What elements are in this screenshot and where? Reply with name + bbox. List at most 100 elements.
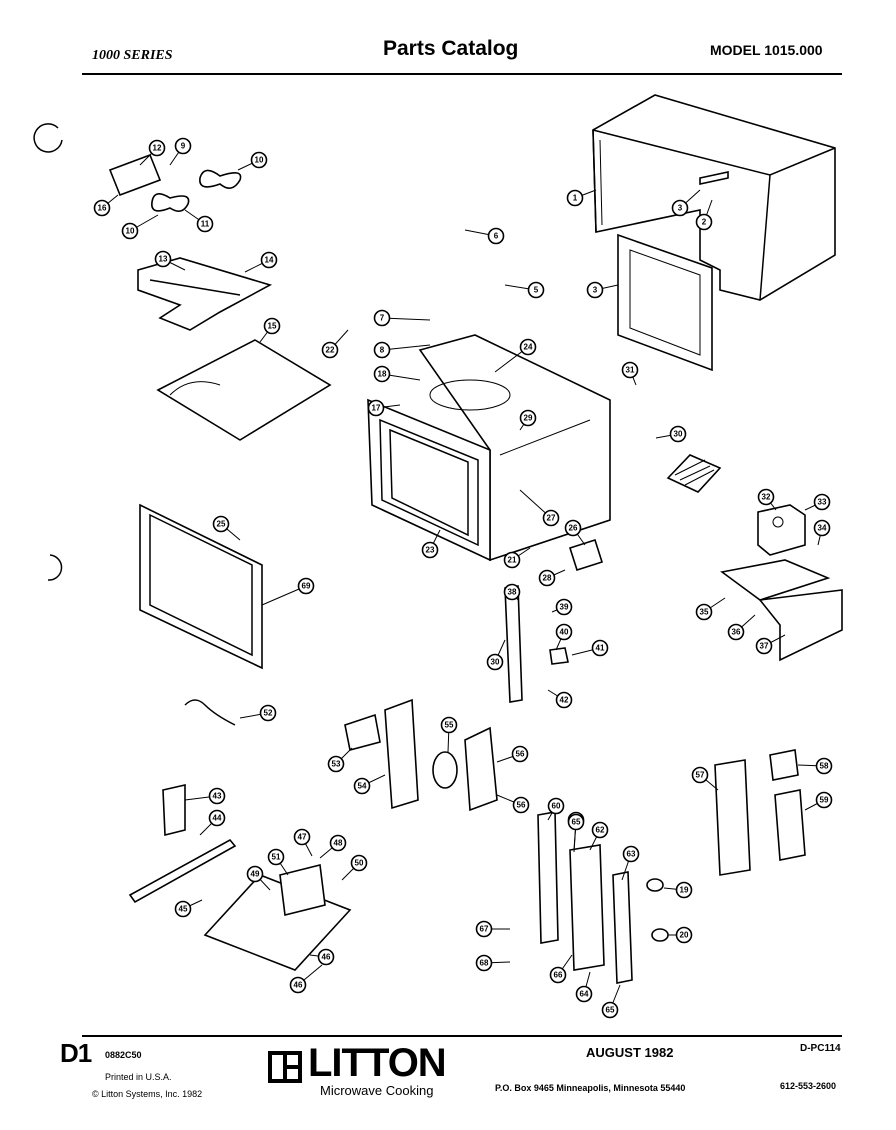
callout-circle — [555, 598, 573, 616]
part-callout-30: 30 — [486, 639, 506, 671]
terminal-block — [344, 713, 381, 751]
small-bracket — [699, 171, 729, 185]
callout-number: 19 — [680, 886, 689, 895]
part-callout-17: 17 — [367, 399, 401, 417]
callout-number: 21 — [508, 556, 517, 565]
callout-circle — [591, 821, 609, 839]
callout-number: 14 — [265, 256, 274, 265]
part-callout-22: 22 — [321, 329, 349, 359]
part-callout-2: 2 — [695, 199, 713, 231]
callout-number: 25 — [217, 520, 226, 529]
callout-circle — [519, 409, 537, 427]
callout-circle — [675, 926, 693, 944]
part-callout-34: 34 — [813, 519, 831, 546]
callout-circle — [622, 845, 640, 863]
series-label: 1000 SERIES — [92, 48, 173, 63]
mounting-rail — [128, 838, 237, 904]
front-mounting-frame — [617, 233, 713, 372]
catalog-frame — [82, 73, 842, 1037]
callout-number: 15 — [268, 322, 277, 331]
part-callout-46: 46 — [289, 964, 323, 994]
callout-number: 60 — [552, 802, 561, 811]
sheet-number: D1 — [60, 1038, 92, 1068]
callout-circle — [373, 365, 391, 383]
callout-number: 38 — [508, 588, 517, 597]
part-callout-51: 51 — [267, 848, 289, 876]
callout-number: 35 — [700, 608, 709, 617]
callout-circle — [567, 813, 585, 831]
callout-circle — [317, 948, 335, 966]
mounting-panel — [384, 698, 419, 810]
part-callout-9: 9 — [169, 137, 192, 166]
callout-number: 39 — [560, 603, 569, 612]
callout-circle — [154, 250, 172, 268]
control-panel — [714, 759, 751, 876]
callout-number: 5 — [534, 286, 539, 295]
callout-circle — [695, 213, 713, 231]
phone-number: 612-553-2600 — [780, 1081, 837, 1091]
part-callout-56: 56 — [496, 745, 529, 763]
copyright: © Litton Systems, Inc. 1982 — [92, 1089, 203, 1099]
callout-number: 42 — [560, 696, 569, 705]
catalog-code: 0882C50 — [105, 1050, 142, 1060]
part-callout-38: 38 — [503, 583, 521, 601]
callout-circle — [815, 757, 833, 775]
callout-circle — [547, 797, 565, 815]
callout-circle — [575, 985, 593, 1003]
blower-housing — [464, 726, 498, 812]
part-callout-43: 43 — [184, 787, 226, 805]
callout-circle — [511, 745, 529, 763]
part-callout-30: 30 — [655, 425, 687, 443]
callout-circle — [297, 577, 315, 595]
logo-subtitle: Microwave Cooking — [320, 1083, 434, 1098]
callout-number: 54 — [358, 782, 367, 791]
part-callout-3: 3 — [671, 189, 701, 217]
part-callout-7: 7 — [373, 309, 431, 327]
part-callout-10: 10 — [237, 151, 268, 171]
fan-motor — [568, 538, 604, 572]
callout-number: 52 — [264, 709, 273, 718]
callout-number: 45 — [179, 905, 188, 914]
part-callout-40: 40 — [555, 623, 573, 651]
callout-circle — [586, 281, 604, 299]
part-callout-45: 45 — [174, 899, 203, 918]
callout-circle — [208, 787, 226, 805]
callout-number: 36 — [732, 628, 741, 637]
part-callout-15: 15 — [259, 317, 281, 343]
callout-circle — [250, 151, 268, 169]
callout-number: 41 — [596, 644, 605, 653]
part-callout-54: 54 — [353, 774, 386, 795]
outer-cabinet — [592, 94, 836, 301]
blower-wheel — [432, 751, 458, 789]
callout-number: 56 — [517, 801, 526, 810]
callout-circle — [564, 519, 582, 537]
vent-grill — [666, 454, 722, 493]
callout-number: 29 — [524, 414, 533, 423]
callout-circle — [555, 623, 573, 641]
callout-circle — [727, 623, 745, 641]
callout-circle — [669, 425, 687, 443]
callout-circle — [289, 976, 307, 994]
part-callout-3: 3 — [586, 281, 619, 299]
printed-in: Printed in U.S.A. — [105, 1072, 172, 1082]
callout-circle — [695, 603, 713, 621]
callout-number: 24 — [524, 343, 533, 352]
callout-circle — [542, 509, 560, 527]
callout-circle — [321, 341, 339, 359]
callout-number: 40 — [560, 628, 569, 637]
callout-circle — [813, 493, 831, 511]
fan-blades — [108, 153, 242, 212]
magnetron — [757, 504, 806, 556]
waveguide-cover — [758, 589, 843, 662]
callout-number: 46 — [294, 981, 303, 990]
document-number: D-PC114 — [800, 1043, 841, 1054]
callout-number: 26 — [569, 524, 578, 533]
part-callout-8: 8 — [373, 341, 431, 359]
callout-circle — [259, 704, 277, 722]
part-callout-35: 35 — [695, 597, 726, 621]
callout-number: 66 — [554, 971, 563, 980]
callout-circle — [512, 796, 530, 814]
callout-circle — [373, 341, 391, 359]
callout-circle — [208, 809, 226, 827]
